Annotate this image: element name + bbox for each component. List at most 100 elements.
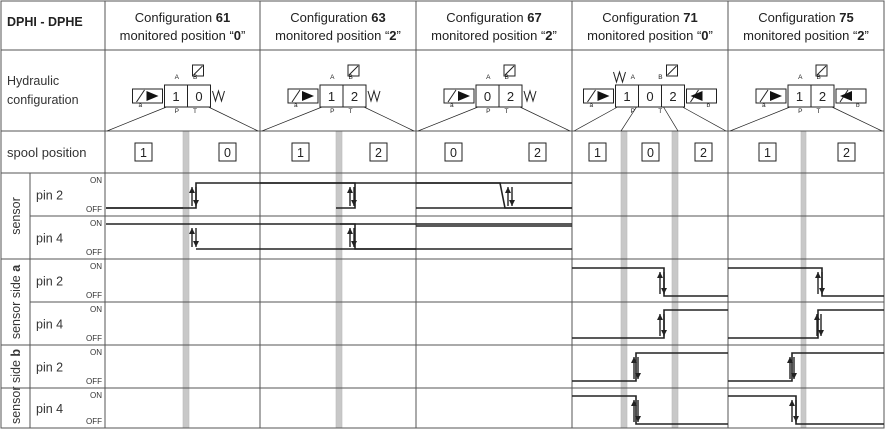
leader-line (519, 106, 571, 132)
port-label-p: P (330, 108, 334, 115)
sensor-group-side: a (9, 264, 23, 272)
spool-position-label: 2 (843, 146, 850, 160)
transition-arrowhead (189, 228, 195, 234)
monitored-prefix: monitored position “ (275, 28, 389, 43)
spool-transition-band (801, 131, 806, 428)
valve-position-label: 0 (484, 89, 491, 104)
config-number: 61 (216, 10, 230, 25)
position-sensor-slash (193, 65, 203, 76)
solenoid-label: a (139, 102, 143, 109)
transition-arrowhead (631, 357, 637, 363)
solenoid-label: b (856, 102, 860, 109)
leader-line (831, 106, 883, 132)
monitored-value: 2 (857, 28, 864, 43)
solenoid-label: b (707, 102, 711, 109)
transition-arrowhead (193, 241, 199, 247)
signal-trace-side-b-pin4-cfg71 (572, 395, 728, 425)
state-off-label: OFF (86, 334, 102, 343)
port-label-t: T (349, 108, 353, 115)
spring (212, 89, 225, 103)
config-headers: Configuration 61 monitored position “0” Co… (120, 10, 869, 43)
transition-arrowhead (635, 416, 641, 422)
transition-arrowhead (661, 288, 667, 294)
port-label-t: T (193, 108, 197, 115)
state-on-label: ON (90, 219, 102, 228)
valve-box (810, 84, 835, 108)
state-off-label: OFF (86, 205, 102, 214)
valve-position-label: 1 (172, 89, 179, 104)
sensor-group-label: sensor side a (9, 264, 23, 339)
transition-arrowhead (347, 228, 353, 234)
state-on-label: ON (90, 305, 102, 314)
monitored-position: monitored position “2” (275, 28, 401, 43)
monitored-position: monitored position “0” (120, 28, 246, 43)
transition-arrowhead (505, 187, 511, 193)
config-number: 75 (839, 10, 853, 25)
state-off-label: OFF (86, 377, 102, 386)
sensor-group-label: sensor side b (9, 349, 23, 424)
config-title-prefix: Configuration (446, 10, 527, 25)
leader-line (573, 106, 618, 132)
port-label-t: T (505, 108, 509, 115)
transition-arrowhead (347, 187, 353, 193)
signal-trace-side-b-pin2-cfg75 (728, 352, 884, 382)
valve-position-label: 0 (646, 89, 653, 104)
valve-box (498, 84, 523, 108)
spool-position-label: 0 (224, 146, 231, 160)
sensor-group-prefix: sensor side (9, 357, 23, 424)
leader-line (208, 106, 259, 132)
spool-position-label: spool position (7, 145, 87, 160)
spool-position-label: 1 (594, 146, 601, 160)
transition-arrowhead (661, 330, 667, 336)
port-label-a: A (631, 74, 636, 81)
state-on-label: ON (90, 176, 102, 185)
spool-position-label: 0 (647, 146, 654, 160)
position-sensor-slash (816, 65, 827, 76)
solenoid-label: a (762, 102, 766, 109)
state-on-label: ON (90, 262, 102, 271)
config-number: 63 (371, 10, 385, 25)
leader-line (261, 106, 323, 132)
transition-arrowhead (631, 400, 637, 406)
spool-position-label: 1 (140, 146, 147, 160)
transition-arrowhead (657, 314, 663, 320)
port-label-a: A (175, 74, 180, 81)
state-on-label: ON (90, 391, 102, 400)
transition-arrowhead (789, 400, 795, 406)
signal-trace-side-a-pin4-cfg75 (728, 309, 884, 339)
solenoid-arrow (840, 91, 852, 101)
monitored-prefix: monitored position “ (743, 28, 857, 43)
port-label-p: P (486, 108, 490, 115)
config-number: 71 (683, 10, 697, 25)
monitored-value: 2 (545, 28, 552, 43)
solenoid-arrow (146, 91, 159, 101)
leader-line (620, 106, 637, 132)
monitored-prefix: monitored position “ (120, 28, 234, 43)
band-layer (182, 131, 807, 428)
monitored-suffix: ” (553, 28, 557, 43)
hydraulic-label-line1: Hydraulic (7, 74, 59, 88)
state-off-label: OFF (86, 248, 102, 257)
spool-position-label: 1 (764, 146, 771, 160)
valve-box (661, 84, 685, 108)
transition-arrowhead (814, 314, 820, 320)
solenoid-slash (291, 89, 301, 103)
transition-arrowhead (818, 330, 824, 336)
port-label-a: A (798, 74, 803, 81)
position-sensor-slash (504, 65, 515, 76)
monitored-suffix: ” (397, 28, 401, 43)
config-title-prefix: Configuration (290, 10, 371, 25)
solenoid-slash (587, 89, 596, 103)
pin-label: pin 2 (36, 275, 63, 289)
spool-position-box (444, 142, 463, 162)
valve-position-label: 1 (328, 89, 335, 104)
spool-position-box (134, 142, 153, 162)
valve-position-label: 1 (796, 89, 803, 104)
config-title: Configuration 75 (758, 10, 853, 25)
spring (523, 89, 537, 103)
port-label-b: B (817, 74, 821, 81)
